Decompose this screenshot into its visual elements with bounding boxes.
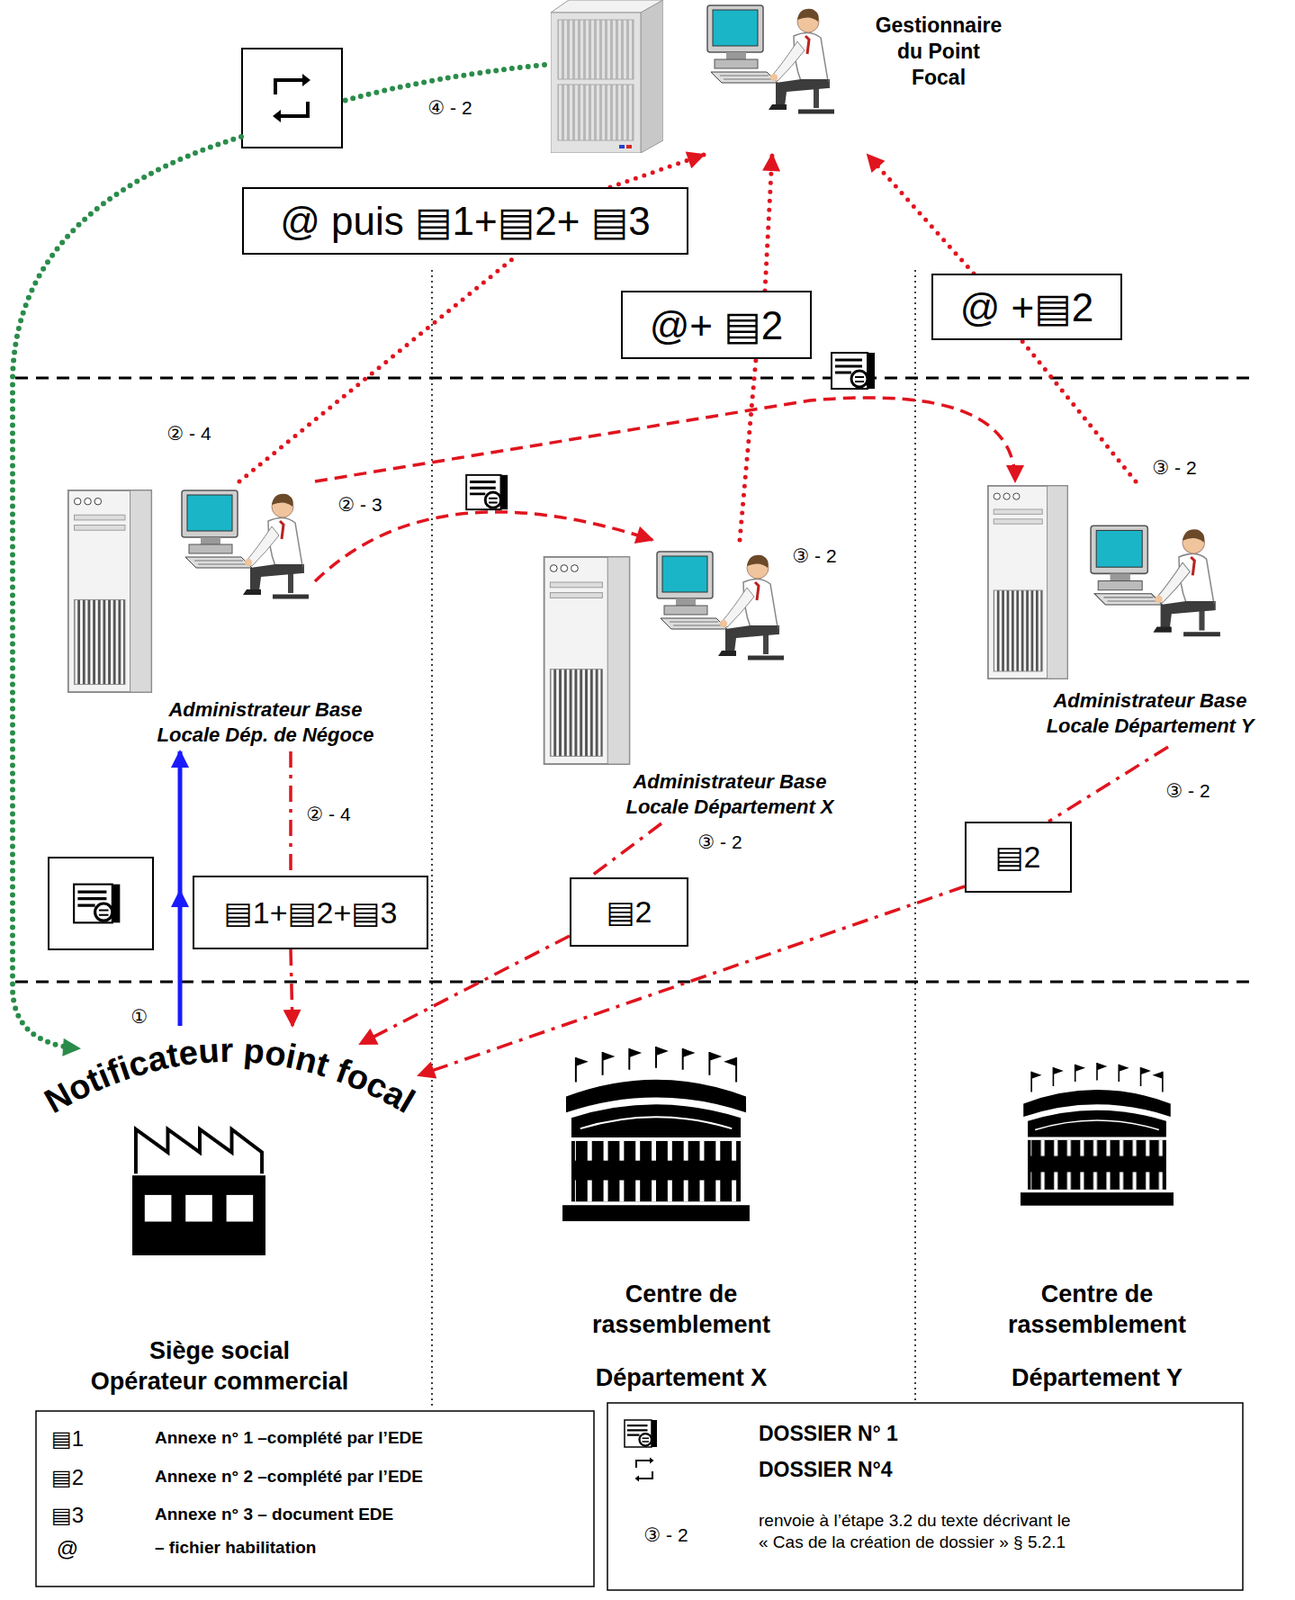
legend-text: – fichier habilitation: [154, 1537, 316, 1559]
connector: [739, 359, 756, 540]
callout-number: ③ - 2: [1150, 456, 1198, 479]
dossier1-icon: [831, 352, 875, 389]
figure-label: Département Y: [980, 1363, 1215, 1394]
connector: [589, 823, 662, 878]
legend-text: Annexe n° 2 –complété par l’EDE: [154, 1465, 423, 1488]
legend-box: [607, 1402, 1243, 1591]
dossier-box: [48, 857, 153, 950]
column-divider: [914, 269, 917, 1403]
connector: [359, 935, 570, 1044]
box-label: ▤2: [994, 838, 1041, 875]
legend-text: Annexe n° 1 –complété par l’EDE: [154, 1427, 423, 1449]
pc-figure: [707, 5, 835, 112]
figure-label: Gestionnaire du Point Focal: [871, 12, 1007, 90]
pc-figure: [656, 551, 784, 658]
connector: [764, 154, 773, 291]
box-label: @+ ▤2: [649, 302, 784, 349]
legend-text: DOSSIER N° 1: [758, 1420, 899, 1448]
figure-node: Administrateur Base Locale Dép. de Négoc…: [53, 481, 315, 752]
connector: [178, 751, 183, 1026]
callout-number: ② - 4: [164, 422, 213, 445]
figure-node: Centre de rassemblementDépartement X: [557, 1034, 806, 1395]
dossier4-icon: [272, 73, 311, 123]
tower-figure: [68, 490, 152, 693]
stadium-figure: [1020, 1062, 1174, 1206]
factory-figure: [132, 1129, 266, 1256]
callout-number: ▤1: [49, 1426, 86, 1453]
connector: [867, 154, 974, 274]
dossier1-icon: [466, 475, 508, 510]
dossier4-icon: [635, 1457, 655, 1483]
legend-text: Annexe n° 3 – document EDE: [154, 1503, 394, 1526]
figure-label: Siège social Opérateur commercial: [66, 1336, 373, 1398]
legend-text: DOSSIER N°4: [758, 1456, 893, 1484]
figure-label: Administrateur Base Locale Département X: [609, 769, 851, 819]
level-divider: [15, 377, 1256, 380]
callout-number: ▤2: [49, 1465, 86, 1492]
bigserver-figure: [550, 0, 664, 153]
level-divider: [15, 980, 1256, 984]
figure-illustration: [973, 1034, 1222, 1395]
box-label: @ +▤2: [960, 284, 1095, 331]
box-label: @ puis ▤1+▤2+ ▤3: [279, 197, 651, 244]
connector: [290, 949, 293, 1026]
pc-figure: [1090, 525, 1221, 634]
dossier1-icon: [73, 884, 120, 924]
connector: [610, 154, 704, 188]
annex-box: ▤2: [964, 821, 1072, 893]
arc-title: Notificateur point focal: [37, 1031, 422, 1121]
connector: [314, 397, 1016, 482]
figure-node: Administrateur Base Locale Département Y: [980, 481, 1287, 747]
figure-label: Administrateur Base Locale Dép. de Négoc…: [144, 697, 387, 747]
figure-label: Département X: [564, 1363, 799, 1394]
annex-box: @+ ▤2: [620, 290, 812, 360]
callout-number: ④ - 2: [425, 96, 474, 119]
figure-node: Centre de rassemblementDépartement Y: [973, 1034, 1222, 1395]
pc-figure: [181, 490, 309, 597]
connector: [1048, 746, 1169, 822]
annex-box: ▤2: [569, 877, 689, 947]
callout-number: ③ - 2: [1163, 779, 1212, 802]
annex-box: ▤1+▤2+▤3: [192, 875, 429, 950]
callout-number: ② - 4: [304, 802, 352, 826]
column-divider: [431, 269, 433, 1409]
annex-box: @ +▤2: [931, 273, 1123, 341]
tower-figure: [544, 557, 630, 765]
connector: [1021, 340, 1136, 482]
connector: [418, 886, 965, 1076]
figure-node: Gestionnaire du Point Focal: [544, 0, 1017, 155]
annex-box: @ puis ▤1+▤2+ ▤3: [242, 187, 689, 255]
figure-node: Notificateur point focalSiège social Opé…: [35, 1012, 423, 1404]
legend-text: renvoie à l’étape 3.2 du texte décrivant…: [758, 1510, 1182, 1554]
box-label: ▤2: [605, 893, 652, 930]
callout-number: @: [54, 1536, 81, 1563]
callout-number: ③ - 2: [695, 830, 744, 854]
tower-figure: [988, 485, 1068, 679]
figure-label: Administrateur Base Locale Département Y: [1029, 688, 1271, 738]
callout-number: ③ - 2: [790, 544, 838, 567]
callout-number: ①: [129, 1005, 151, 1028]
connector: [288, 751, 293, 876]
figure-label: Centre de rassemblement: [989, 1279, 1206, 1341]
figure-illustration: [557, 1034, 806, 1395]
callout-number: ③ - 2: [641, 1523, 690, 1547]
figure-label: Centre de rassemblement: [573, 1279, 790, 1341]
connector: [239, 254, 519, 483]
callout-number: ▤3: [49, 1502, 86, 1529]
callout-number: ② - 3: [335, 493, 384, 516]
figure-node: Administrateur Base Locale Département X: [539, 539, 860, 824]
dossier1-icon: [624, 1420, 657, 1448]
box-label: ▤1+▤2+▤3: [224, 894, 398, 931]
stadium-figure: [562, 1046, 750, 1222]
dossier-box: [242, 48, 342, 148]
legend-box: [35, 1411, 594, 1587]
